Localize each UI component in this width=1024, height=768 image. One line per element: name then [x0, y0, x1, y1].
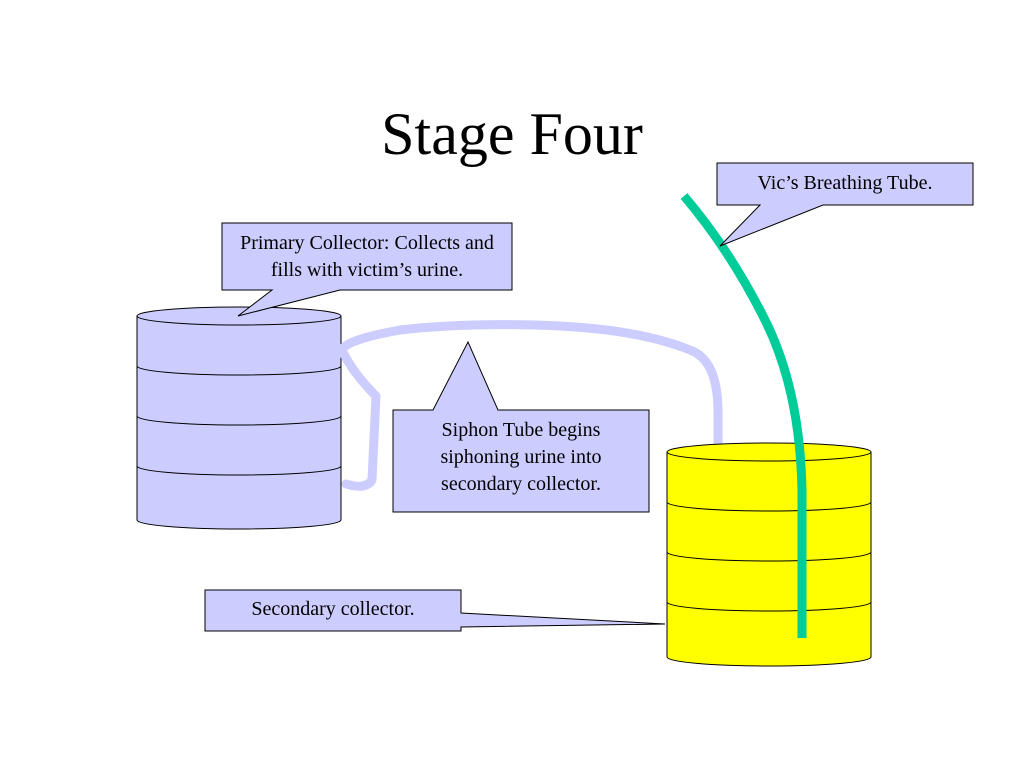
primary-collector-callout-shape	[221, 222, 513, 317]
breathing-tube	[680, 193, 807, 638]
siphon-tube-label: Siphon Tube begins siphoning urine into …	[440, 419, 602, 495]
secondary-collector-label: Secondary collector.	[251, 598, 415, 620]
primary-collector	[136, 306, 342, 530]
secondary-collector-callout-shape	[204, 589, 666, 632]
breathing-tube-label: Vic’s Breathing Tube.	[757, 172, 933, 194]
siphon-tube-callout-shape	[392, 340, 650, 513]
slide-title: Stage Four	[381, 101, 643, 167]
secondary-collector	[666, 442, 872, 667]
primary-collector-label: Primary Collector: Collects and fills wi…	[240, 232, 494, 281]
siphon-tube	[337, 320, 723, 491]
breathing-tube-callout-shape	[716, 162, 974, 247]
